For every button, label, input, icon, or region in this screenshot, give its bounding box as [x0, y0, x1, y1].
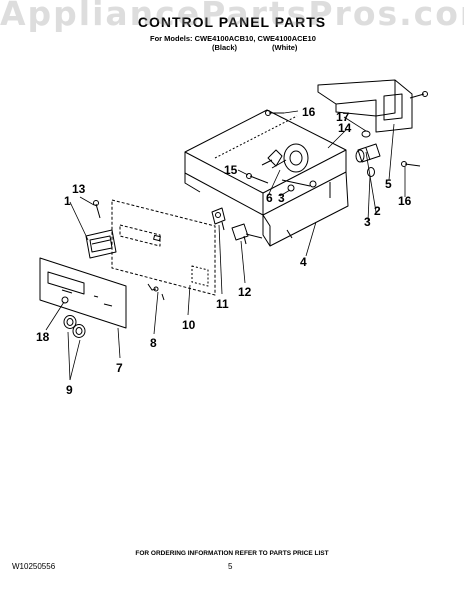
screw-16-right-part — [401, 161, 421, 167]
callout-14: 14 — [338, 121, 352, 135]
fan-motor-part — [261, 143, 311, 187]
models-line: For Models: CWE4100ACB10, CWE4100ACE10 — [150, 34, 316, 43]
callout-12: 12 — [238, 285, 252, 299]
callout-10: 10 — [182, 318, 196, 332]
switch-11-part — [211, 207, 226, 231]
callout-16-right: 16 — [398, 194, 412, 208]
callout-2: 2 — [374, 204, 381, 218]
ordering-info-note: FOR ORDERING INFORMATION REFER TO PARTS … — [135, 550, 329, 557]
callout-labels: 1 2 3 3 4 5 6 7 8 9 10 11 12 13 14 15 16… — [36, 105, 412, 397]
display-board-part — [85, 229, 117, 259]
callout-1: 1 — [64, 194, 71, 208]
front-control-panel-part — [39, 257, 127, 329]
spacer-3-part — [367, 167, 375, 177]
watermark-text: AppliancePartsPros.com — [0, 0, 464, 33]
callout-3-right: 3 — [364, 215, 371, 229]
grommet-17-part — [361, 130, 371, 138]
screw-13-part — [93, 200, 101, 219]
end-cap-part — [317, 79, 413, 133]
button-18-part — [61, 296, 69, 304]
knob-9-part — [63, 315, 86, 338]
screw-16-top-part — [265, 110, 284, 116]
panel-backing-plate-part — [111, 199, 216, 296]
callout-4: 4 — [300, 255, 307, 269]
screw-15-part — [246, 173, 269, 184]
sensor-12-part — [231, 223, 263, 245]
callout-17: 17 — [336, 110, 350, 124]
grommet-part — [287, 180, 317, 192]
callout-13: 13 — [72, 182, 86, 196]
callout-11: 11 — [216, 297, 229, 311]
callout-3-inner: 3 — [278, 191, 285, 205]
page-number: 5 — [228, 562, 233, 571]
callout-9: 9 — [66, 383, 73, 397]
callout-18: 18 — [36, 330, 50, 344]
callout-16-top: 16 — [302, 105, 316, 119]
callout-8: 8 — [150, 336, 157, 350]
callout-6: 6 — [266, 191, 273, 205]
callout-5: 5 — [385, 177, 392, 191]
wire-harness-part — [147, 283, 165, 301]
leader-lines — [45, 110, 406, 381]
page-title: CONTROL PANEL PARTS — [137, 14, 327, 30]
callout-15: 15 — [224, 163, 238, 177]
console-box-part — [184, 109, 349, 247]
connector-2-part — [355, 143, 381, 163]
color-black-label: (Black) — [212, 43, 238, 52]
color-white-label: (White) — [272, 43, 298, 52]
screw-top-right-part — [409, 91, 428, 99]
callout-7: 7 — [116, 361, 123, 375]
document-number: W10250556 — [12, 562, 56, 571]
